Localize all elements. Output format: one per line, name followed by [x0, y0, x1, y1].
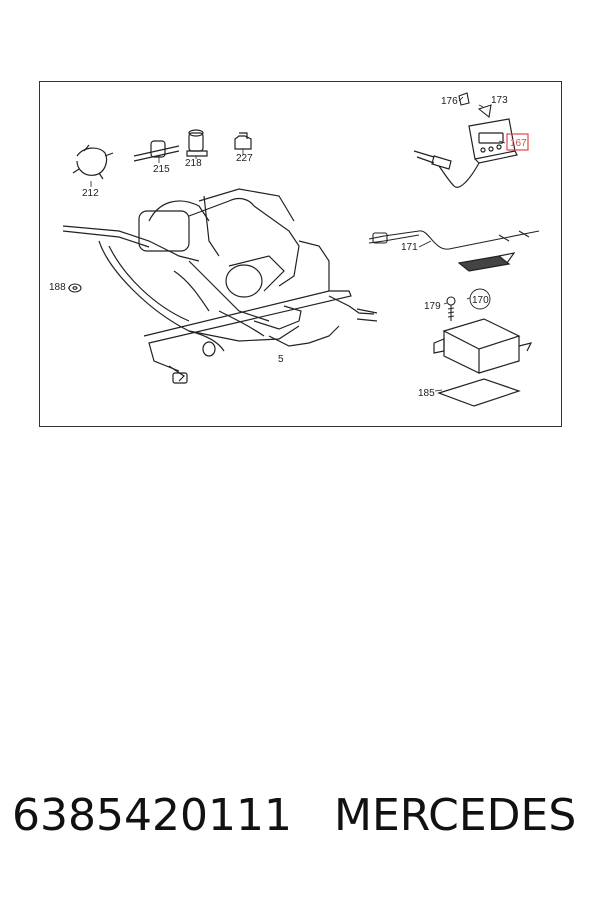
part-number: 6385420111 [12, 790, 292, 841]
callout-170: 170 [472, 295, 489, 306]
cable-171 [368, 230, 540, 250]
clip-212 [72, 144, 114, 180]
callout-185: 185 [418, 388, 435, 399]
callout-218: 218 [185, 158, 202, 169]
callout-188: 188 [49, 282, 66, 293]
callout-179: 179 [424, 301, 441, 312]
clamp-227 [234, 132, 252, 150]
diagram-frame [39, 81, 562, 427]
leader-lines [68, 96, 506, 392]
gasket-185 [437, 378, 521, 407]
screw-173 [477, 104, 492, 119]
bracket-218 [186, 129, 208, 157]
heater-assembly [62, 188, 378, 384]
footer: 6385420111 MERCEDES [0, 790, 600, 870]
callout-circle-170 [469, 288, 491, 310]
highlight-box-167 [506, 133, 529, 151]
callout-215: 215 [153, 164, 170, 175]
callout-212: 212 [82, 188, 99, 199]
parts-diagram: 176 173 167 212 215 218 227 171 188 179 … [39, 81, 562, 427]
callout-5: 5 [278, 354, 284, 365]
screw-179 [446, 296, 456, 321]
nut-176 [458, 92, 470, 106]
brand-name: MERCEDES [334, 790, 577, 841]
callout-171: 171 [401, 242, 418, 253]
timer-167 [413, 118, 518, 188]
callout-173: 173 [491, 95, 508, 106]
strap-215 [133, 140, 180, 162]
sensor-170 [457, 252, 516, 272]
control-unit [433, 318, 533, 374]
callout-167: 167 [510, 138, 527, 149]
callout-227: 227 [236, 153, 253, 164]
callout-176: 176 [441, 96, 458, 107]
